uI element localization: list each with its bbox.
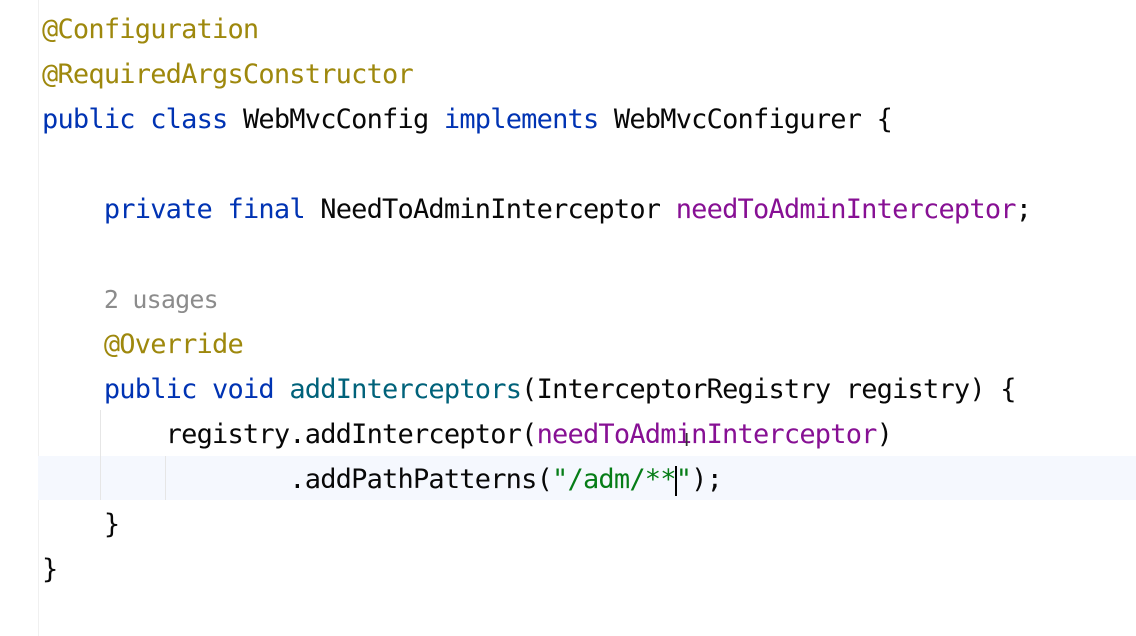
code-line[interactable]: public void addInterceptors(InterceptorR… (42, 367, 1017, 412)
code-token: "/adm/** (552, 464, 676, 495)
indent-guide (100, 410, 101, 500)
indent (42, 509, 104, 540)
code-token: needToAdminInterceptor (536, 419, 878, 450)
code-token: .addPathPatterns( (289, 464, 553, 495)
indent (42, 374, 104, 405)
code-token: implements (443, 104, 599, 135)
code-token: class (150, 104, 228, 135)
code-line[interactable]: } (42, 502, 120, 547)
code-line[interactable]: public class WebMvcConfig implements Web… (42, 97, 893, 142)
code-token (274, 374, 289, 405)
code-token: void (212, 374, 275, 405)
indent-guide (165, 456, 166, 500)
code-line[interactable]: registry.addInterceptor(needToAdminInter… (42, 412, 893, 457)
code-line[interactable]: @Configuration (42, 7, 259, 52)
code-token: " (675, 464, 692, 495)
code-token: needToAdminInterceptor (675, 194, 1017, 225)
code-token: @RequiredArgsConstructor (42, 59, 414, 90)
code-token: ) (876, 419, 893, 450)
current-line-highlight (38, 456, 1136, 500)
indent (42, 329, 104, 360)
code-token: } (103, 509, 120, 540)
code-token (135, 104, 150, 135)
code-line[interactable]: 2 usages (42, 277, 219, 322)
code-token: } (42, 554, 58, 585)
indent (42, 464, 289, 495)
code-line[interactable]: @Override (42, 322, 244, 367)
code-line[interactable]: @RequiredArgsConstructor (42, 52, 414, 97)
code-token: WebMvcConfig (227, 104, 444, 135)
text-cursor-icon: I (684, 430, 690, 451)
code-token (197, 374, 212, 405)
indent (42, 284, 104, 315)
code-token: WebMvcConfigurer { (598, 104, 893, 135)
text-caret (674, 465, 677, 496)
code-token: addInterceptors (289, 374, 522, 405)
code-token: ); (691, 464, 723, 495)
code-line[interactable]: } (42, 547, 58, 592)
code-token (212, 194, 227, 225)
code-token: private (103, 194, 213, 225)
code-token: NeedToAdminInterceptor (304, 194, 676, 225)
code-token: registry.addInterceptor( (165, 419, 538, 450)
code-token: (InterceptorRegistry registry) { (521, 374, 1016, 405)
code-token: @Override (103, 329, 244, 360)
indent (42, 419, 166, 450)
code-token: @Configuration (42, 14, 259, 45)
code-token: public (42, 104, 136, 135)
indent (42, 194, 104, 225)
code-line[interactable]: private final NeedToAdminInterceptor nee… (42, 187, 1032, 232)
code-token: public (103, 374, 198, 405)
editor-gutter (0, 0, 39, 636)
code-line[interactable]: .addPathPatterns("/adm/**"); (42, 457, 723, 502)
code-token: ; (1015, 194, 1032, 225)
usages-hint[interactable]: 2 usages (103, 285, 219, 314)
code-token: final (227, 194, 306, 225)
